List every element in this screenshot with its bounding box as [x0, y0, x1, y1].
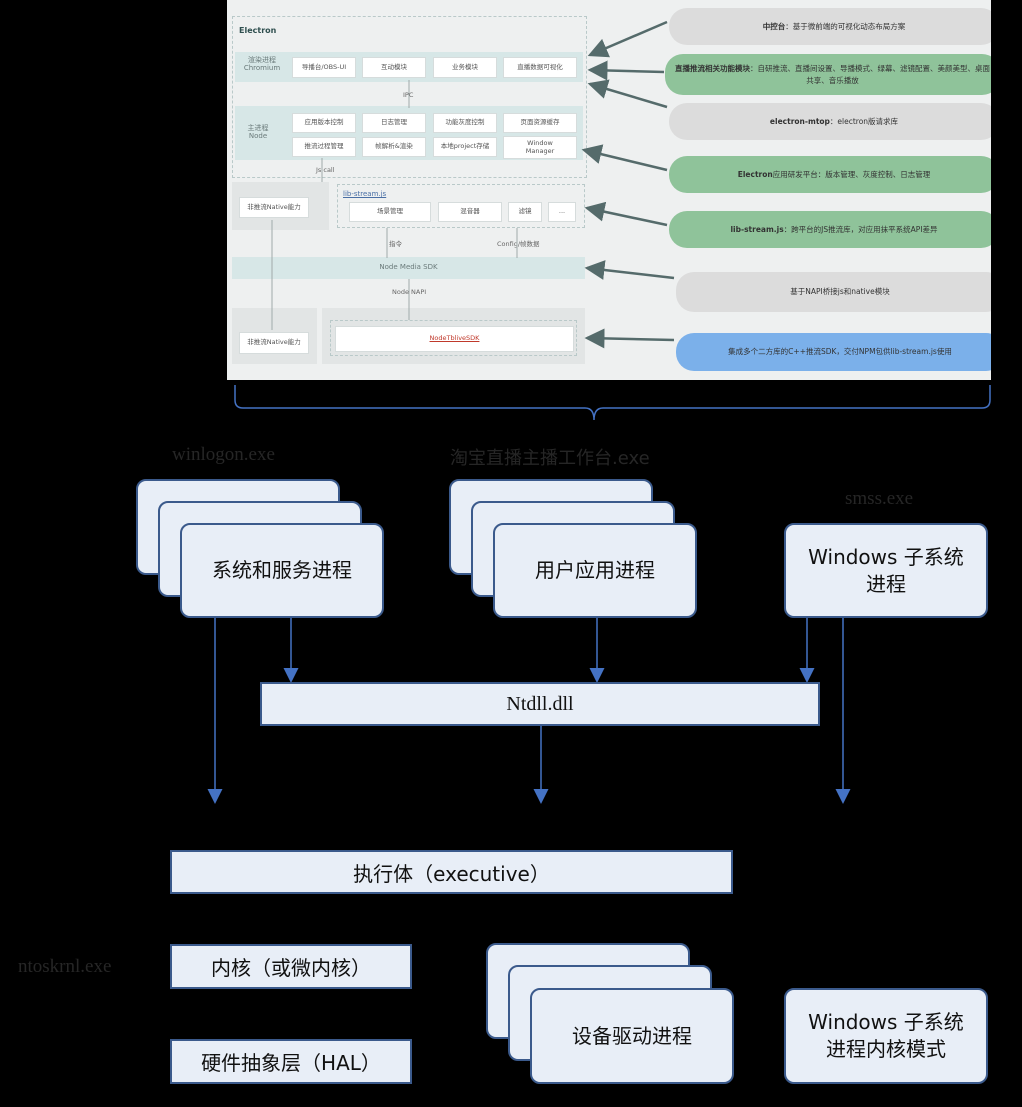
command-label: 指令 [387, 238, 404, 248]
render-module: 直播数据可视化 [503, 57, 577, 78]
windows-subsystem-kernel-box: Windows 子系统 进程内核模式 [784, 988, 988, 1084]
native-capability-box: 非推流Native能力 [239, 197, 309, 218]
render-process-label: 渲染进程 Chromium [243, 56, 281, 73]
note-bold: electron-mtop [769, 116, 830, 126]
kernel-box: 内核（或微内核） [170, 944, 412, 989]
main-module: 功能灰度控制 [433, 113, 497, 133]
note-pill: 基于NAPI桥接js和native模块 [676, 272, 991, 312]
note-pill: 直播推流相关功能模块：自研推流、直播间设置、导播模式、绿幕、滤镜配置、美颜美型、… [665, 54, 991, 95]
js-call-label: Js call [314, 166, 337, 174]
system-service-process-box: 系统和服务进程 [180, 523, 384, 618]
user-app-process-box: 用户应用进程 [493, 523, 697, 618]
main-module: 应用版本控制 [292, 113, 356, 133]
hal-box: 硬件抽象层（HAL） [170, 1039, 412, 1084]
architecture-screenshot: Electron 渲染进程 Chromium 导播台/OBS-UI 互动模块 业… [227, 0, 991, 380]
main-process-label: 主进程 Node [247, 124, 269, 141]
electron-group [232, 16, 587, 178]
main-module: 页面资源缓存 [503, 113, 577, 133]
lib-module: 混音器 [438, 202, 502, 222]
note-text: 基于NAPI桥接js和native模块 [790, 287, 890, 297]
windows-subsystem-box: Windows 子系统 进程 [784, 523, 988, 618]
exe-taobao: 淘宝直播主播工作台.exe [450, 448, 650, 469]
lib-module: 滤镜 [508, 202, 542, 222]
note-text: 应用研发平台：版本管理、灰度控制、日志管理 [772, 169, 931, 179]
exe-ntoskrnl: ntoskrnl.exe [18, 956, 112, 977]
note-text: ：跨平台的JS推流库，对应用抹平系统API差异 [783, 224, 938, 234]
note-text: ：electron版请求库 [829, 116, 899, 126]
note-bold: Electron [737, 169, 773, 179]
device-driver-process-box: 设备驱动进程 [530, 988, 734, 1084]
main-module: 帧解析&渲染 [362, 137, 426, 157]
exe-smss: smss.exe [845, 488, 914, 509]
electron-title: Electron [239, 26, 277, 35]
note-bold: 中控台 [762, 21, 786, 31]
ipc-label: IPC [401, 91, 416, 99]
executive-box: 执行体（executive） [170, 850, 733, 894]
render-module: 互动模块 [362, 57, 426, 78]
note-pill: 集成多个二方库的C++推流SDK，交付NPM包供lib-stream.js使用 [676, 333, 991, 371]
note-pill: lib-stream.js：跨平台的JS推流库，对应用抹平系统API差异 [669, 211, 991, 248]
note-text: 集成多个二方库的C++推流SDK，交付NPM包供lib-stream.js使用 [728, 347, 952, 357]
tblive-sdk-box: NodeTbliveSDK [335, 326, 574, 352]
note-bold: 直播推流相关功能模块 [675, 64, 750, 74]
main-module: 本地project存储 [433, 137, 497, 157]
render-module: 导播台/OBS-UI [292, 57, 356, 78]
lib-stream-group [337, 184, 585, 228]
render-module: 业务模块 [433, 57, 497, 78]
lib-stream-label: lib-stream.js [343, 190, 387, 198]
main-module: 推流过程管理 [292, 137, 356, 157]
tblive-group [330, 320, 577, 356]
native-capability-box: 非推流Native能力 [239, 332, 309, 354]
node-media-sdk-label: Node Media SDK [379, 263, 438, 271]
lib-module: ... [548, 202, 576, 222]
lib-module: 场景管理 [349, 202, 431, 222]
exe-winlogon: winlogon.exe [172, 444, 275, 465]
note-text: ：基于微前端的可视化动态布局方案 [785, 21, 906, 31]
main-module: 日志管理 [362, 113, 426, 133]
main-module: Window Manager [503, 136, 577, 159]
node-media-sdk-band [232, 257, 585, 279]
note-pill: Electron应用研发平台：版本管理、灰度控制、日志管理 [669, 156, 991, 193]
note-bold: lib-stream.js [730, 224, 784, 234]
note-text: ：自研推流、直播间设置、导播模式、绿幕、滤镜配置、美颜美型、桌面共享、音乐播放 [750, 64, 990, 85]
config-label: Config/帧数据 [495, 238, 542, 248]
screenshot-connectors [271, 20, 675, 349]
note-pill: 中控台：基于微前端的可视化动态布局方案 [669, 8, 991, 45]
note-pill: electron-mtop：electron版请求库 [669, 103, 991, 140]
ntdll-box: Ntdll.dll [260, 682, 820, 726]
